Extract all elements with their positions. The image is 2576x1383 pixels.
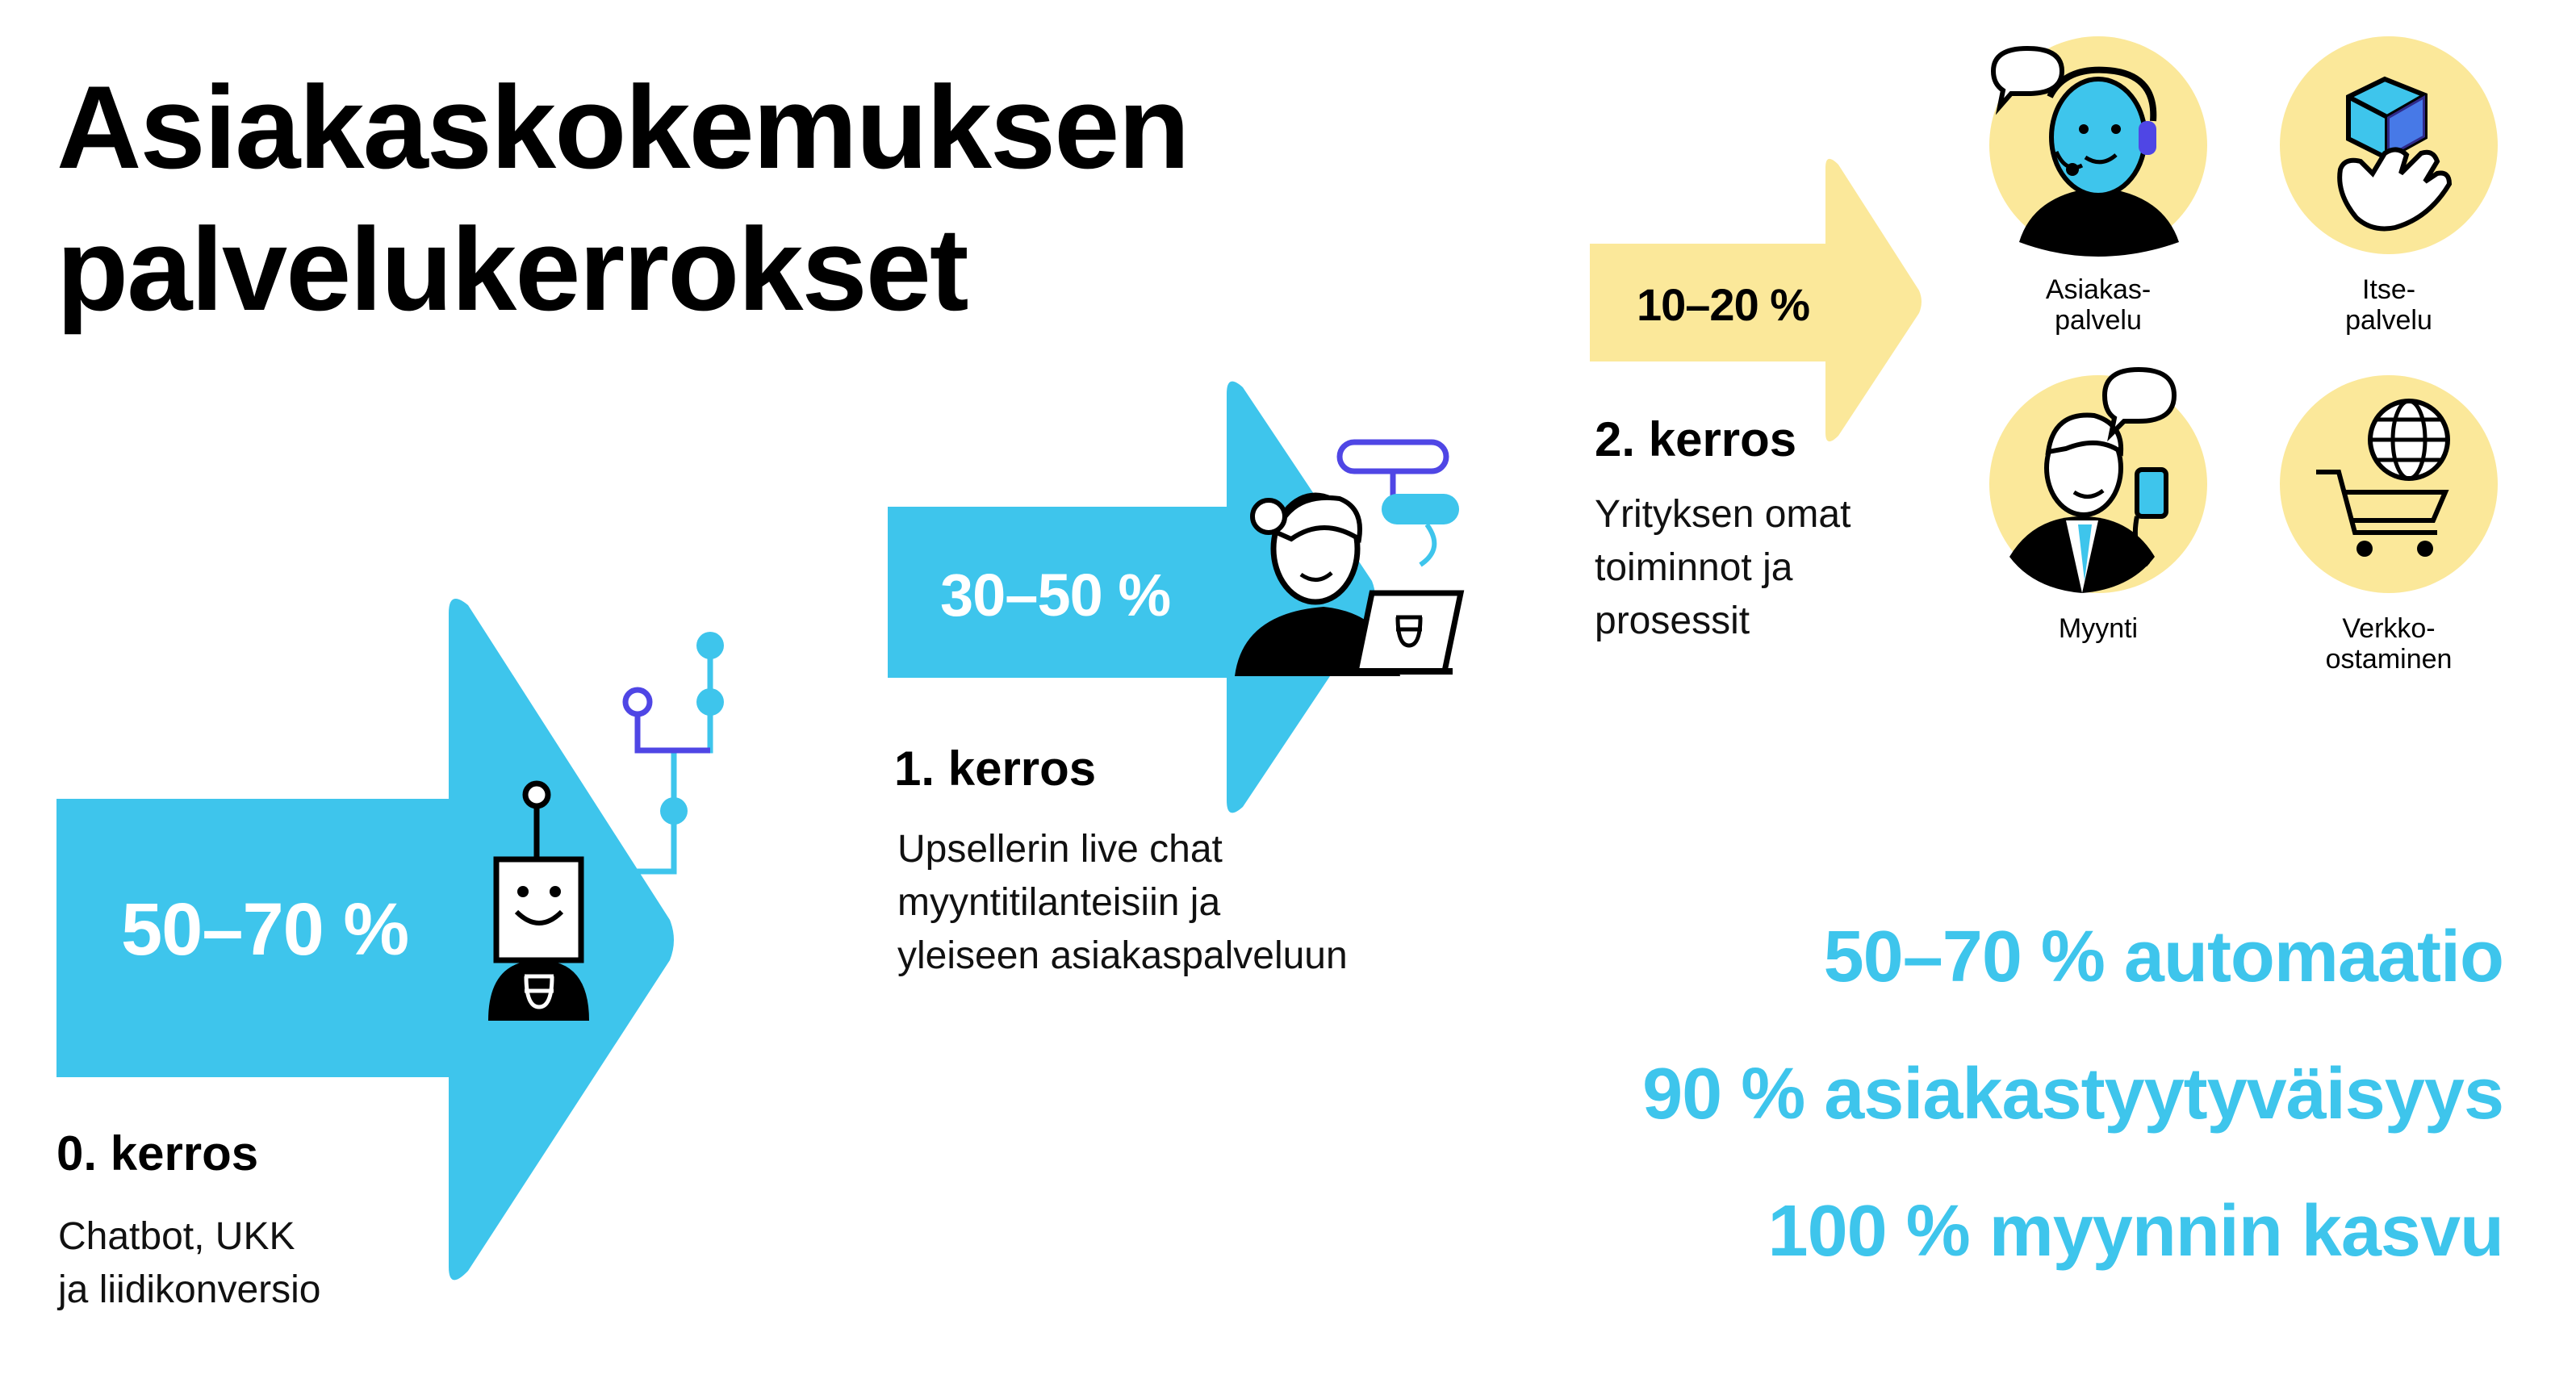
layer-0-arrow: [56, 599, 674, 1281]
page-title: Asiakaskokemuksen palvelukerrokset: [56, 56, 1348, 341]
service-label-verkko-ostaminen: Verkko- ostaminen: [2325, 613, 2453, 675]
layer-1-heading: 1. kerros: [894, 742, 1097, 796]
layer-1-desc-line: yleiseen asiakaspalveluun: [897, 934, 1348, 977]
globe-cart-icon: [2280, 375, 2498, 593]
layer-0-desc-line: Chatbot, UKK: [58, 1215, 295, 1258]
service-label-itsepalvelu: Itse- palvelu: [2345, 274, 2432, 336]
layer-0-desc-line: ja liidikonversio: [58, 1268, 321, 1311]
layer-0-description: Chatbot, UKK ja liidikonversio: [58, 1210, 320, 1317]
title-line-1: Asiakaskokemuksen: [56, 61, 1190, 193]
layer-2-percent: 10–20 %: [1637, 279, 1810, 330]
layer-2-arrow: [1590, 158, 1922, 442]
headset-agent-icon: [1989, 36, 2207, 257]
layer-1-desc-line: myyntitilanteisiin ja: [897, 881, 1221, 924]
stat-satisfaction: 90 % asiakastyytyväisyys: [1642, 1054, 2504, 1134]
layer-2-description: Yrityksen omat toiminnot ja prosessit: [1595, 488, 1850, 648]
chat-agent-icon: [1235, 439, 1465, 676]
layer-0-percent: 50–70 %: [121, 888, 409, 971]
stat-sales-growth: 100 % myynnin kasvu: [1767, 1191, 2504, 1272]
layer-2-desc-line: toiminnot ja: [1595, 546, 1793, 589]
service-label-myynti: Myynti: [2058, 613, 2139, 644]
layer-1-desc-line: Upsellerin live chat: [897, 828, 1223, 871]
layer-2-desc-line: prosessit: [1595, 600, 1750, 642]
layer-2-heading: 2. kerros: [1595, 412, 1797, 466]
salesman-icon: [1989, 366, 2207, 593]
hand-cube-icon: [2280, 36, 2498, 254]
robot-icon: [488, 632, 724, 1021]
title-line-2: palvelukerrokset: [56, 203, 969, 335]
layer-1-percent: 30–50 %: [940, 562, 1171, 629]
layer-2-desc-line: Yrityksen omat: [1595, 493, 1851, 536]
layer-1-arrow: [888, 381, 1375, 813]
stat-automation: 50–70 % automaatio: [1823, 917, 2504, 997]
layer-0-heading: 0. kerros: [56, 1126, 259, 1180]
service-label-asiakaspalvelu: Asiakas- palvelu: [2045, 274, 2152, 336]
layer-1-description: Upsellerin live chat myyntitilanteisiin …: [897, 823, 1348, 983]
